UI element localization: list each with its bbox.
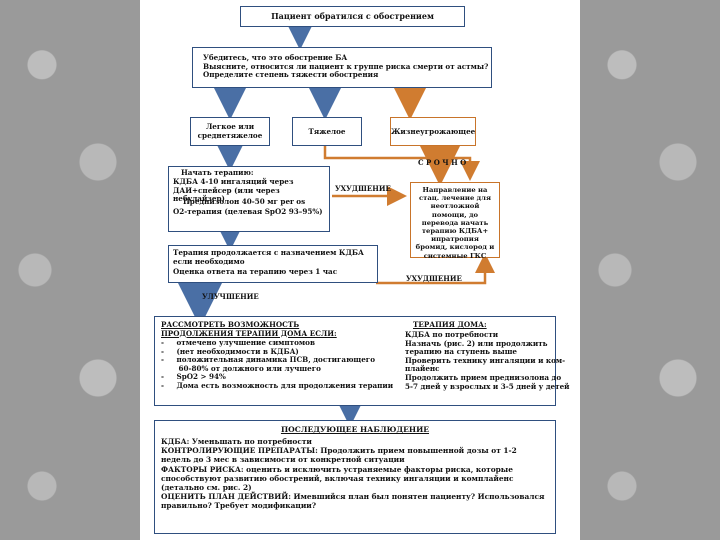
follow-up-risk-factors: ФАКТОРЫ РИСКА: оценить и исключить устра… xyxy=(161,464,514,493)
home-item-6: Продолжить прием преднизолона до xyxy=(405,372,562,382)
discharge-item-1: - отмечено улучшение симптомов xyxy=(161,338,315,347)
start-therapy-item-1: КДБА 4-10 ингаляций через ДАИ+спейсер (и… xyxy=(173,177,294,204)
home-item-3: терапию на ступень выше xyxy=(405,347,517,357)
severity-mild-box: Легкое или среднетяжелое xyxy=(190,117,270,146)
decorative-right-panel xyxy=(580,0,720,540)
severity-severe-label: Тяжелое xyxy=(308,127,346,136)
start-therapy-item-2: Преднизолон 40-50 мг per os xyxy=(183,197,306,206)
severity-life-label: Жизнеугрожающее xyxy=(391,127,476,136)
start-therapy-box: Начать терапию: КДБА 4-10 ингаляций чере… xyxy=(168,166,330,232)
follow-up-body: КДБА: Уменьшать по потребности КОНТРОЛИР… xyxy=(161,437,549,511)
assessment-item-3: Определите степень тяжести обострения xyxy=(203,70,379,80)
discharge-item-6: - Дома есть возможность для продолжения … xyxy=(161,380,394,390)
start-therapy-title: Начать терапию: xyxy=(181,168,254,177)
follow-up-box: ПОСЛЕДУЮЩЕЕ НАБЛЮДЕНИЕ КДБА: Уменьшать п… xyxy=(154,420,556,534)
follow-up-title: ПОСЛЕДУЮЩЕЕ НАБЛЮДЕНИЕ xyxy=(280,425,430,434)
discharge-criteria-box: РАССМОТРЕТЬ ВОЗМОЖНОСТЬ ПРОДОЛЖЕНИЯ ТЕРА… xyxy=(154,316,570,406)
assessment-list: Убедитесь, что это обострение БА Выяснит… xyxy=(203,53,489,80)
discharge-item-2: - (нет необходимости в КДБА) xyxy=(161,346,299,356)
severity-life-box: Жизнеугрожающее xyxy=(390,117,476,146)
home-item-2: Назначь (рис. 2) или продолжить xyxy=(405,338,548,348)
severity-severe-box: Тяжелое xyxy=(292,117,362,146)
home-item-4: Проверить технику ингаляции и ком- xyxy=(405,355,566,365)
follow-up-action-plan: ОЦЕНИТЬ ПЛАН ДЕЙСТВИЙ: Имевшийся план бы… xyxy=(161,492,545,511)
home-item-5: плайенс xyxy=(405,364,440,374)
decorative-left-panel xyxy=(0,0,140,540)
continue-therapy-line-1: Терапия продолжается с назначением КДБА … xyxy=(173,248,364,266)
follow-up-controllers: КОНТРОЛИРУЮЩИЕ ПРЕПАРАТЫ: Продолжить при… xyxy=(161,446,517,465)
patient-presents-title: Пациент обратился с обострением xyxy=(271,11,434,21)
home-therapy-list: КДБА по потребности Назначь (рис. 2) или… xyxy=(405,330,570,391)
discharge-criteria-list: - отмечено улучшение симптомов - (нет не… xyxy=(161,338,394,391)
discharge-item-4: 60-80% от должного или лучшего xyxy=(178,363,321,373)
worsening-label-1: УХУДШЕНИЕ xyxy=(335,184,391,193)
assessment-item-2: Выясните, относится ли пациент к группе … xyxy=(203,61,489,71)
flowchart-page: Пациент обратился с обострением Убедитес… xyxy=(140,0,580,540)
home-item-1: КДБА по потребности xyxy=(405,330,499,339)
urgent-label: С Р О Ч Н О xyxy=(418,158,467,167)
continue-therapy-box: Терапия продолжается с назначением КДБА … xyxy=(168,245,378,283)
severity-mild-label: Легкое или среднетяжелое xyxy=(197,122,263,140)
discharge-item-5: - SpO2 > 94% xyxy=(161,372,226,382)
discharge-title: РАССМОТРЕТЬ ВОЗМОЖНОСТЬ ПРОДОЛЖЕНИЯ ТЕРА… xyxy=(161,320,337,338)
home-therapy-title: ТЕРАПИЯ ДОМА: xyxy=(413,320,487,329)
worsening-label-2: УХУДШЕНИЕ xyxy=(406,274,462,283)
assessment-box: Убедитесь, что это обострение БА Выяснит… xyxy=(192,47,492,88)
hospital-referral-box: Направление на стац. лечение для неотлож… xyxy=(410,182,500,260)
continue-therapy-line-2: Оценка ответа на терапию через 1 час xyxy=(173,267,338,276)
start-therapy-item-3: О2-терапия (целевая SpO2 93–95%) xyxy=(173,207,323,216)
assessment-item-1: Убедитесь, что это обострение БА xyxy=(203,53,348,62)
discharge-item-3: - положительная динамика ПСВ, достигающе… xyxy=(161,355,375,365)
patient-presents-box: Пациент обратился с обострением xyxy=(240,6,465,27)
hospital-referral-text: Направление на стац. лечение для неотлож… xyxy=(415,186,495,260)
improvement-label: УЛУЧШЕНИЕ xyxy=(202,292,259,301)
follow-up-saba: КДБА: Уменьшать по потребности xyxy=(161,437,312,446)
home-item-7: 5-7 дней у взрослых и 3-5 дней у детей xyxy=(405,381,570,391)
